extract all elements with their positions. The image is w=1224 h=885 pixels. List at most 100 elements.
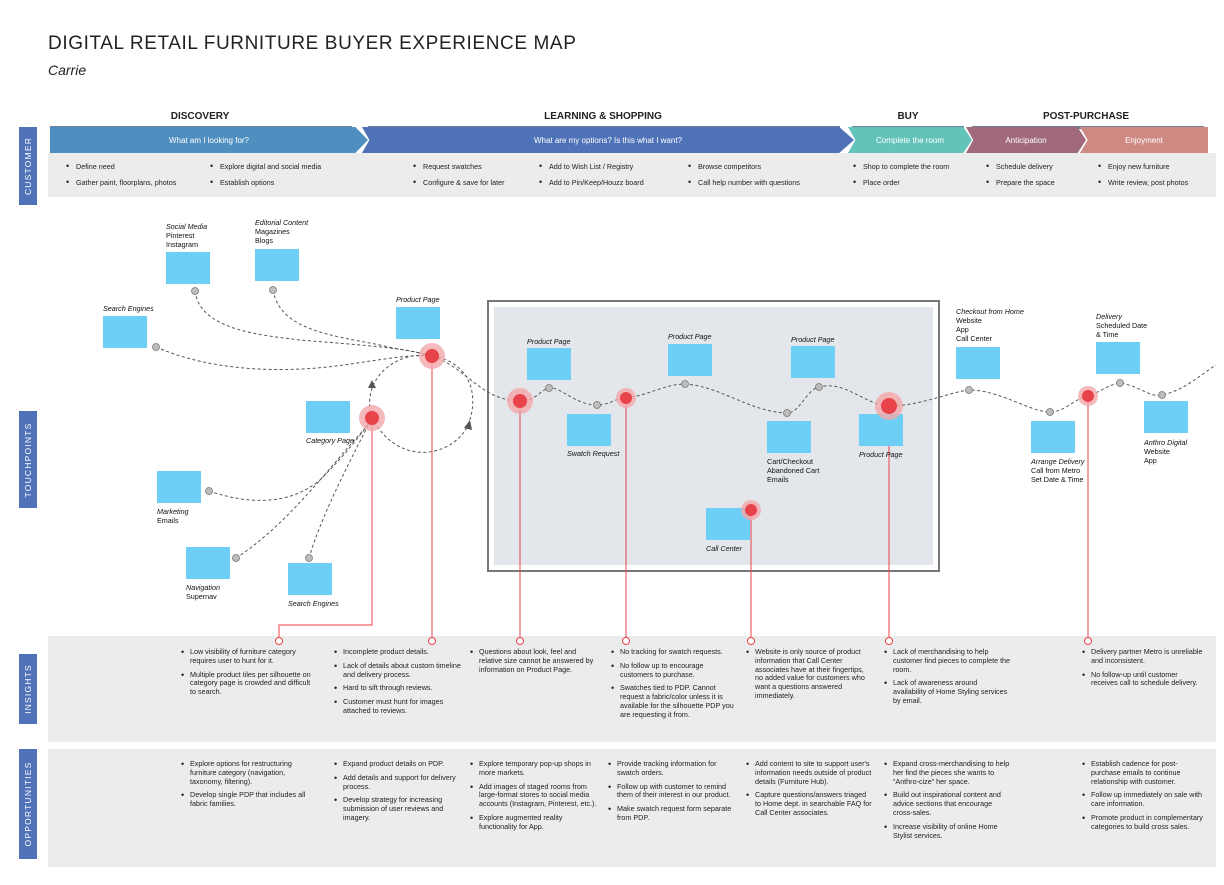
touchpoint-marketing-emails: [157, 471, 201, 503]
customer-action: Define need: [66, 162, 115, 171]
opportunity-item: Develop strategy for increasing submissi…: [334, 795, 461, 822]
customer-action: Prepare the space: [986, 178, 1055, 187]
connector-dot: [545, 384, 553, 392]
connector-dot: [269, 286, 277, 294]
label-swatch-request: Swatch Request: [567, 449, 620, 458]
insight-anchor-dot: [428, 637, 436, 645]
page-title: DIGITAL RETAIL FURNITURE BUYER EXPERIENC…: [48, 33, 577, 54]
hotspot-line: [278, 418, 373, 641]
insight-anchor-dot: [1084, 637, 1092, 645]
touchpoint-editorial-content: [255, 249, 299, 281]
stage-what-looking-for: What am I looking for?: [50, 127, 368, 153]
touchpoint-anthro-digital: [1144, 401, 1188, 433]
arrowhead: [464, 420, 472, 430]
touchpoint-cart-checkout: [767, 421, 811, 453]
touchpoint-product-page-4: [791, 346, 835, 378]
insight-anchor-dot: [622, 637, 630, 645]
opportunity-item: Promote product in complementary categor…: [1082, 813, 1203, 832]
customer-band: [48, 153, 1216, 197]
label-search-engines: Search Engines: [103, 304, 154, 313]
path-search: [155, 346, 431, 371]
connector-dot: [152, 343, 160, 351]
connector-dot: [205, 487, 213, 495]
customer-action: Shop to complete the room: [853, 162, 949, 171]
hotspot: [425, 349, 439, 363]
touchpoint-product-page: [396, 307, 440, 339]
insights-column-delivery: Delivery partner Metro is unreliable and…: [1082, 647, 1203, 693]
path-navigation: [235, 417, 373, 559]
connector-dot: [232, 554, 240, 562]
customer-action: Place order: [853, 178, 900, 187]
opportunities-column-call-center: Add content to site to support user's in…: [746, 759, 873, 823]
customer-action: Request swatches: [413, 162, 482, 171]
label-category-page: Category Page: [306, 436, 354, 445]
stage-complete-room: Complete the room: [848, 127, 972, 153]
label-product-page-5: Product Page: [859, 450, 903, 459]
opportunities-column-buy: Expand cross-merchandising to help her f…: [884, 759, 1011, 845]
insight-item: Questions about look, feel and relative …: [470, 647, 597, 674]
customer-action: Write review, post photos: [1098, 178, 1188, 187]
hotspot: [881, 398, 897, 414]
customer-action: Browse competitors: [688, 162, 761, 171]
opportunity-item: Explore augmented reality functionality …: [470, 813, 597, 832]
row-label-touchpoints: TOUCHPOINTS: [19, 411, 37, 508]
hotspot: [365, 411, 379, 425]
connector-dot: [191, 287, 199, 295]
touchpoint-product-page-3: [668, 344, 712, 376]
insight-item: Lack of awareness around availability of…: [884, 678, 1011, 705]
persona-name: Carrie: [48, 62, 87, 78]
opportunities-column-swatch: Provide tracking information for swatch …: [608, 759, 735, 828]
hotspot: [513, 394, 527, 408]
opportunity-item: Provide tracking information for swatch …: [608, 759, 735, 778]
label-search-engines-2: Search Engines: [288, 599, 339, 608]
opportunity-item: Follow up with customer to remind them o…: [608, 782, 735, 801]
insight-item: Customer must hunt for images attached t…: [334, 697, 461, 716]
path-loop: [369, 354, 474, 453]
connector-dot: [783, 409, 791, 417]
opportunity-item: Build out inspirational content and advi…: [884, 790, 1011, 817]
label-product-page-2: Product Page: [527, 337, 571, 346]
connector-dot: [965, 386, 973, 394]
insights-column-discovery: Low visibility of furniture category req…: [181, 647, 318, 702]
customer-action: Explore digital and social media: [210, 162, 321, 171]
insight-item: Delivery partner Metro is unreliable and…: [1082, 647, 1203, 666]
stage-enjoyment: Enjoyment: [1080, 127, 1208, 153]
opportunity-item: Capture questions/answers triaged to Hom…: [746, 790, 873, 817]
opportunity-item: Explore temporary pop-up shops in more m…: [470, 759, 597, 778]
touchpoint-arrange-delivery: [1031, 421, 1075, 453]
touchpoint-swatch-request: [567, 414, 611, 446]
insights-column-buy: Lack of merchandising to help customer f…: [884, 647, 1011, 711]
hotspot: [1082, 390, 1094, 402]
insights-column-product-page-2: Questions about look, feel and relative …: [470, 647, 597, 679]
opportunity-item: Add images of staged rooms from large-fo…: [470, 782, 597, 809]
stage-what-options: What are my options? Is this what I want…: [362, 127, 854, 153]
opportunity-item: Follow up immediately on sale with care …: [1082, 791, 1203, 809]
customer-action: Schedule delivery: [986, 162, 1053, 171]
opportunities-column-product-page: Expand product details on PDP. Add detai…: [334, 759, 461, 828]
label-product-page-3: Product Page: [668, 332, 712, 341]
insight-item: Hard to sift through reviews.: [334, 684, 461, 693]
customer-action: Configure & save for later: [413, 178, 504, 187]
opportunity-item: Expand product details on PDP.: [334, 759, 461, 769]
path-editorial: [272, 289, 431, 357]
touchpoint-category-page: [306, 401, 350, 433]
insight-item: Lack of details about custom timeline an…: [334, 661, 461, 680]
stage-anticipation: Anticipation: [966, 127, 1086, 153]
hotspot: [620, 392, 632, 404]
insights-column-swatch: No tracking for swatch requests. No foll…: [611, 647, 738, 725]
insight-item: Lack of merchandising to help customer f…: [884, 647, 1011, 674]
opportunity-item: Increase visibility of online Home Styli…: [884, 822, 1011, 841]
touchpoint-product-page-5: [859, 414, 903, 446]
customer-action: Establish options: [210, 178, 274, 187]
path-social: [194, 290, 431, 357]
hotspot: [745, 504, 757, 516]
insight-item: No tracking for swatch requests.: [611, 647, 738, 657]
opportunity-item: Add details and support for delivery pro…: [334, 773, 461, 792]
